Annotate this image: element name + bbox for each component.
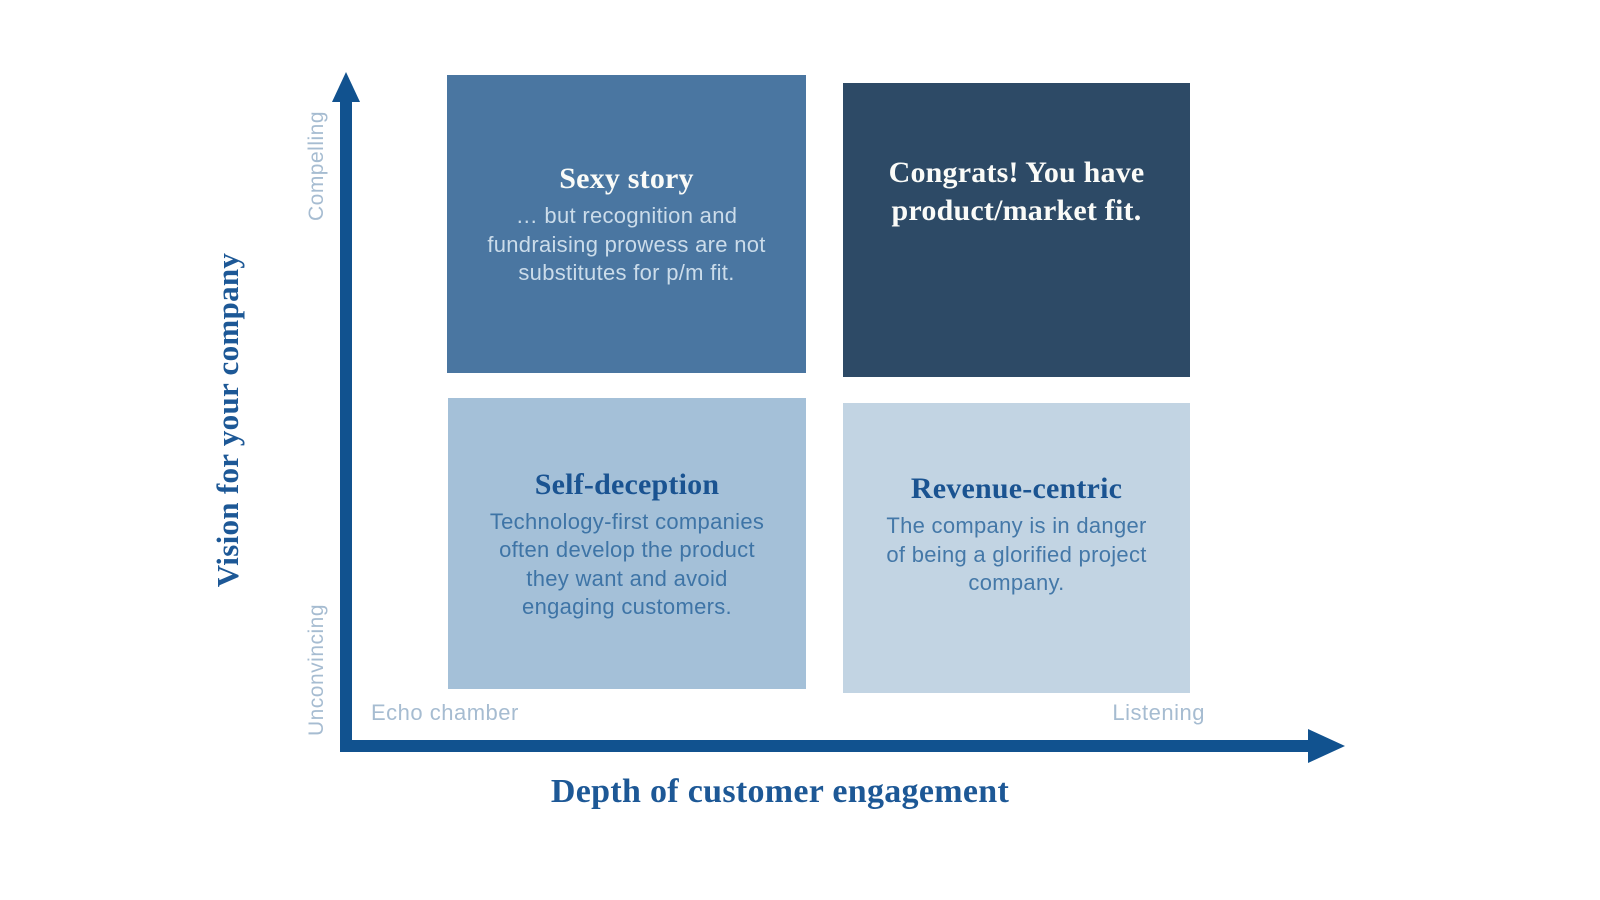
quadrant-top-left-title: Sexy story bbox=[559, 162, 694, 196]
quadrant-top-left-body: … but recognition and fundraising prowes… bbox=[487, 203, 766, 286]
y-axis-top-label: Compelling bbox=[305, 110, 328, 222]
quadrant-top-left-content: Sexy story … but recognition and fundrai… bbox=[487, 160, 765, 288]
y-axis-bottom-label: Unconvincing bbox=[305, 603, 328, 737]
x-axis-right-label: Listening bbox=[1112, 700, 1205, 725]
y-axis-arrow-up-icon bbox=[332, 72, 360, 102]
y-axis-line bbox=[340, 98, 352, 752]
quadrant-top-left: Sexy story … but recognition and fundrai… bbox=[447, 75, 806, 373]
quadrant-bottom-left-title: Self-deception bbox=[534, 467, 720, 501]
x-axis-title: Depth of customer engagement bbox=[550, 773, 1010, 810]
quadrant-bottom-right-title: Revenue-centric bbox=[910, 472, 1123, 506]
quadrant-bottom-right-content: Revenue-centric The company is in danger… bbox=[886, 470, 1146, 598]
quadrant-top-right-title: Congrats! You have product/market fit. bbox=[888, 156, 1145, 227]
x-axis-arrow-right-icon bbox=[1308, 729, 1345, 763]
x-axis-line bbox=[340, 740, 1310, 752]
quadrant-bottom-left-body: Technology-first companies often develop… bbox=[489, 508, 765, 620]
quadrant-bottom-left-content: Self-deception Technology-first companie… bbox=[490, 466, 764, 622]
quadrant-bottom-left: Self-deception Technology-first companie… bbox=[448, 398, 806, 689]
quadrant-top-right: Congrats! You have product/market fit. bbox=[843, 83, 1190, 377]
x-axis-left-label: Echo chamber bbox=[371, 700, 519, 725]
y-axis-title: Vision for your company bbox=[210, 252, 245, 588]
quadrant-bottom-right: Revenue-centric The company is in danger… bbox=[843, 403, 1190, 693]
quadrant-bottom-right-body: The company is in danger of being a glor… bbox=[886, 513, 1147, 596]
quadrant-top-right-content: Congrats! You have product/market fit. bbox=[889, 154, 1145, 234]
